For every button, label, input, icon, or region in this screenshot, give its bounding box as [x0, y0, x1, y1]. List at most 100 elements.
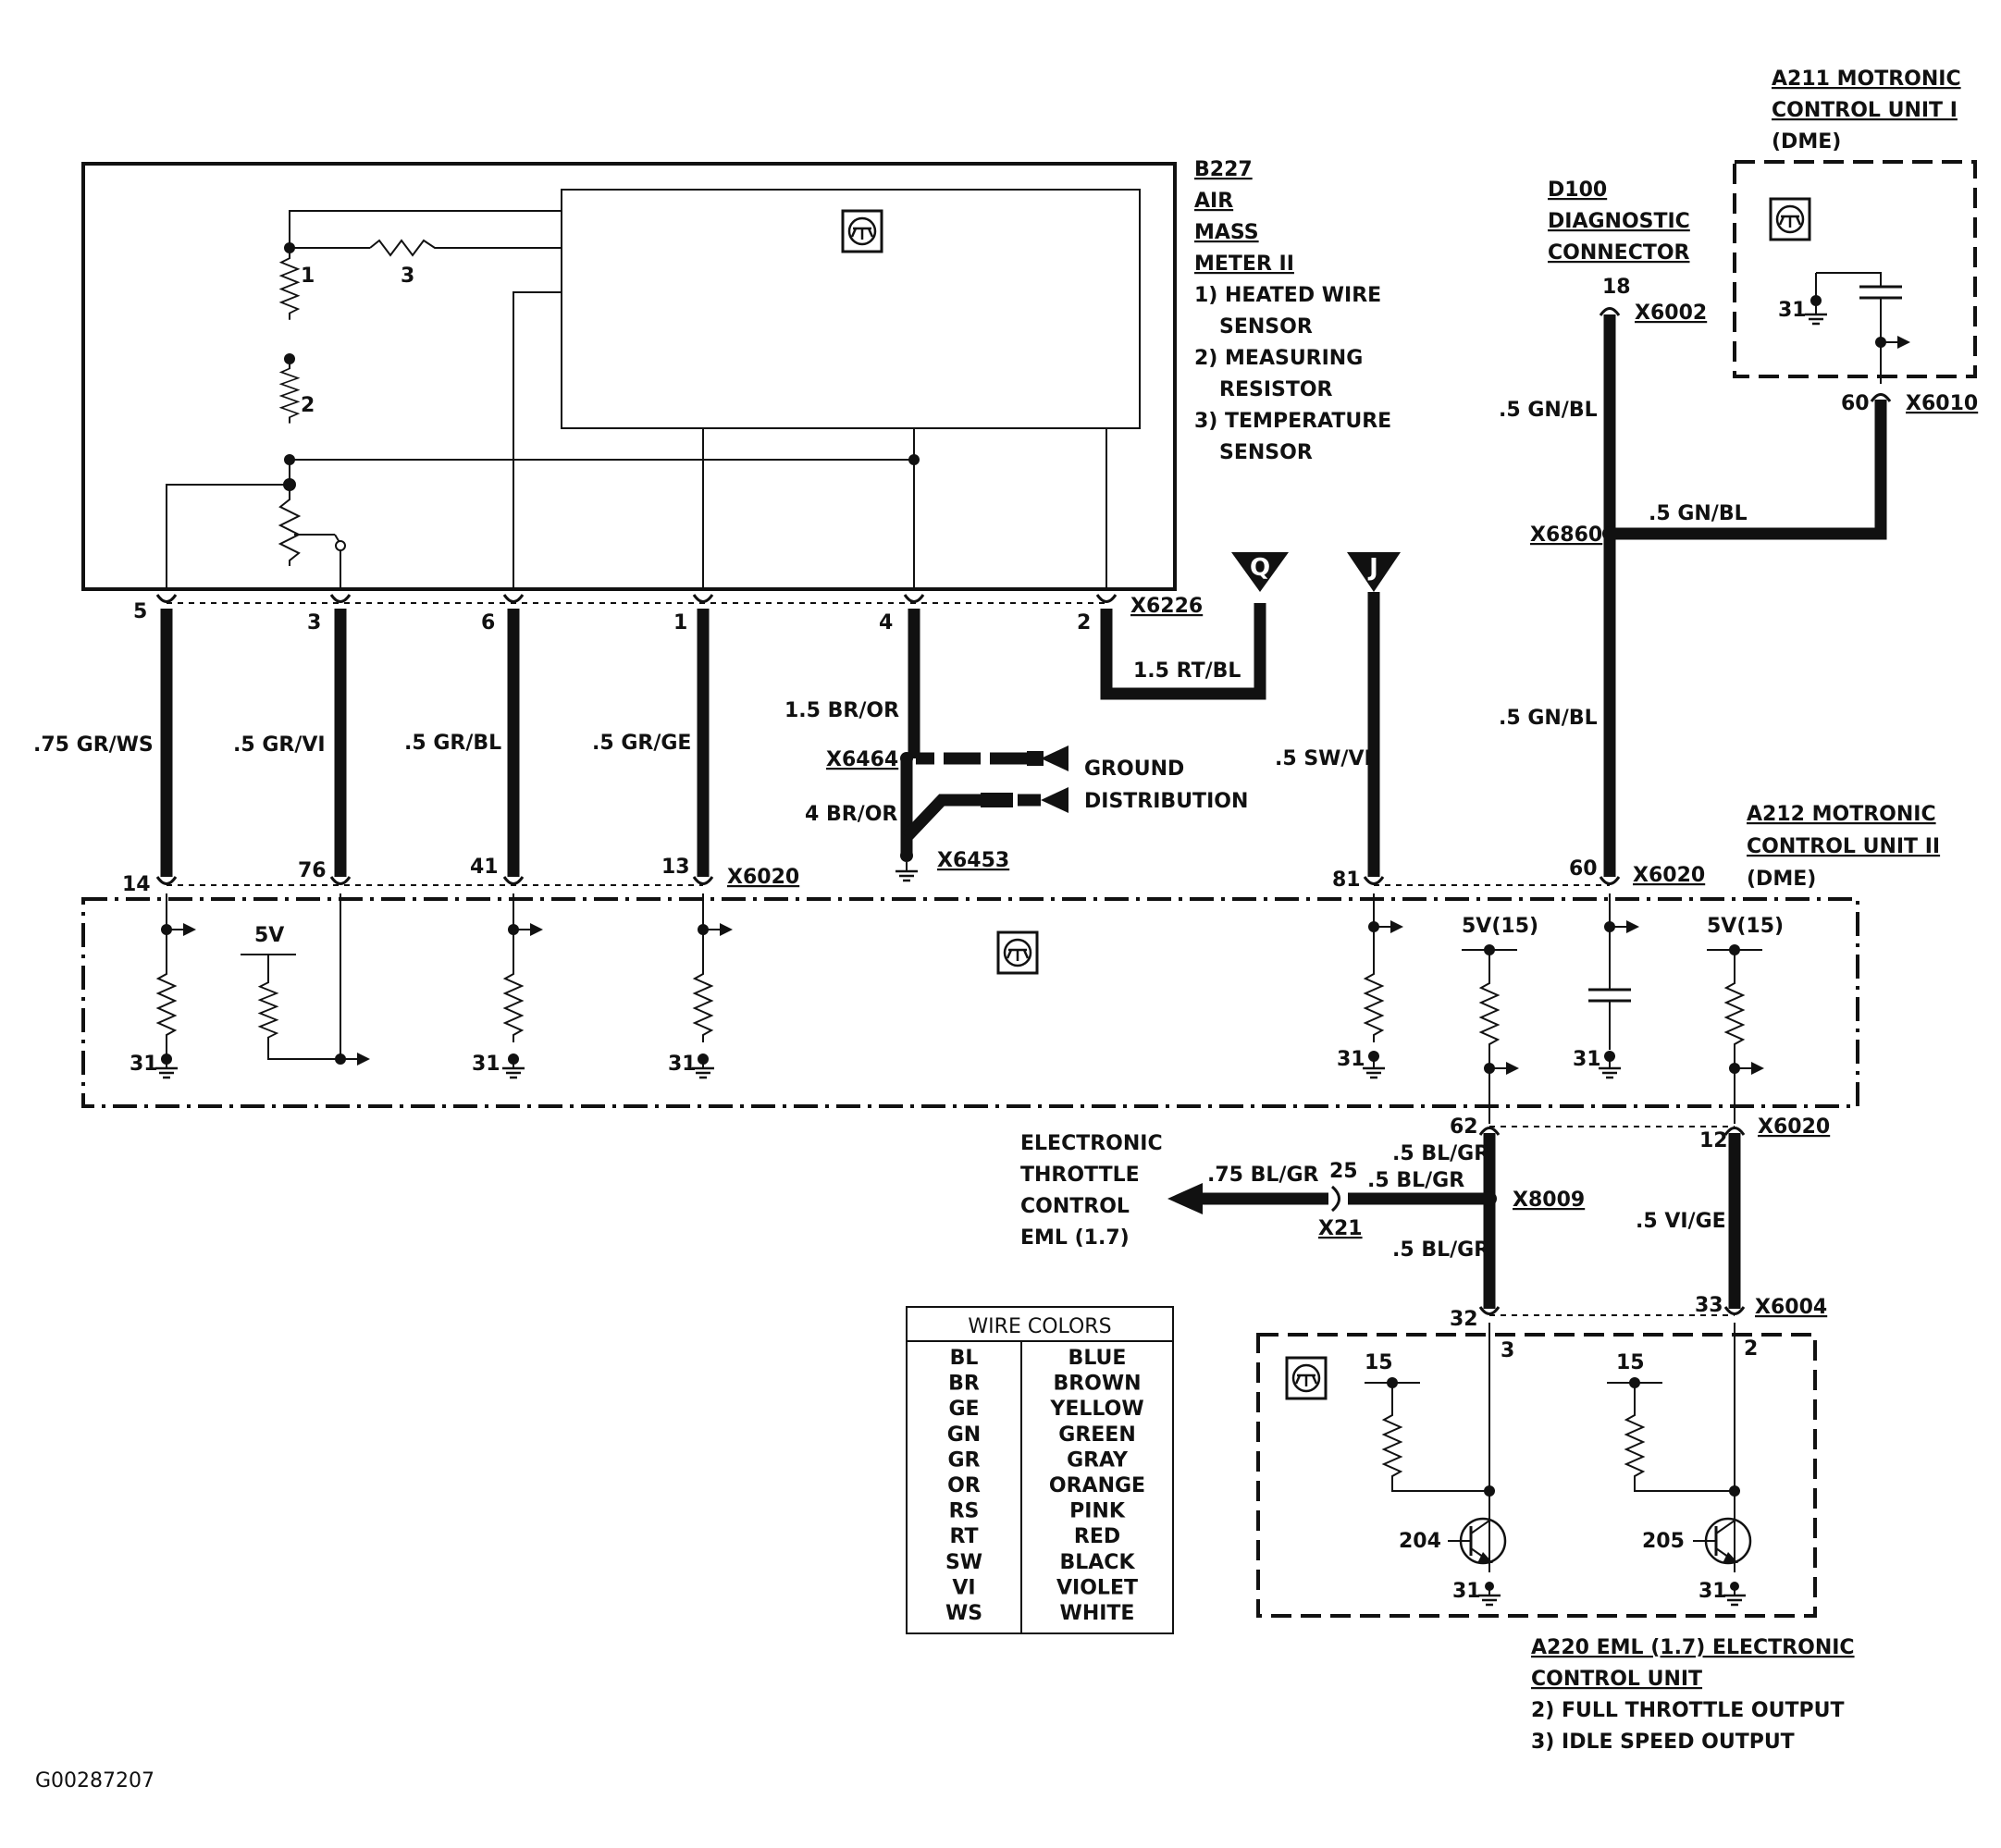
wire-label-br-or-1: 1.5 BR/OR	[784, 699, 899, 722]
a212-label: A212 MOTRONIC CONTROL UNIT II (DME)	[1747, 803, 1940, 891]
b227-line-5: SENSOR	[1219, 315, 1313, 339]
x6453-label: X6453	[937, 849, 1009, 872]
wire-label-gr-vi: .5 GR/VI	[233, 733, 326, 757]
legend-color: GREEN	[1058, 1423, 1135, 1447]
a220-line-1: CONTROL UNIT	[1531, 1668, 1702, 1691]
control-unit-icon	[841, 209, 883, 253]
resistor-3-label: 3	[401, 265, 414, 288]
ground-31-pin13: 31	[668, 1053, 697, 1076]
x6464-label: X6464	[826, 748, 898, 771]
resistor-1-label: 1	[301, 265, 315, 288]
eml-line-2: CONTROL	[1020, 1195, 1130, 1218]
legend-code: WS	[945, 1602, 982, 1625]
b227-line-7: RESISTOR	[1219, 378, 1333, 401]
d100-line-1: DIAGNOSTIC	[1548, 210, 1690, 233]
pin-76: 76	[298, 859, 327, 882]
legend-code: VI	[952, 1576, 975, 1599]
x6226-connector: X6226 5 3 6 1 4 2	[133, 593, 1203, 634]
legend-code: SW	[945, 1551, 982, 1574]
q-wire: Q 1.5 RT/BL	[1100, 552, 1289, 700]
ground-31-t204: 31	[1452, 1580, 1481, 1603]
resistor-2-label: 2	[301, 394, 315, 417]
supply-5v15-b: 5V(15)	[1707, 915, 1784, 938]
d100-line-2: CONNECTOR	[1548, 241, 1690, 265]
pin-41: 41	[470, 856, 499, 879]
supply-5v15-a: 5V(15)	[1462, 915, 1538, 938]
ground-31-pin81: 31	[1337, 1048, 1365, 1071]
pin-5: 5	[133, 600, 147, 623]
pin-25: 25	[1329, 1160, 1358, 1183]
wire-label-bl-gr-4: .75 BL/GR	[1207, 1164, 1319, 1187]
x6004-connector: 32 33 X6004 3 2	[1450, 1294, 1827, 1362]
x6010-label: X6010	[1906, 392, 1978, 415]
legend-color: PINK	[1069, 1500, 1126, 1523]
x6004-label: X6004	[1755, 1296, 1827, 1319]
x6226-label: X6226	[1130, 595, 1203, 618]
a212-line-1: CONTROL UNIT II	[1747, 835, 1940, 858]
wire-label-sw-vi: .5 SW/VI	[1275, 747, 1372, 770]
ground-31-t205: 31	[1698, 1580, 1727, 1603]
x6020-lower-connector: 62 12 X6020	[1450, 1115, 1830, 1152]
a220-line-3: 3) IDLE SPEED OUTPUT	[1531, 1731, 1795, 1754]
a220-line-0: A220 EML (1.7) ELECTRONIC	[1531, 1636, 1855, 1659]
pin-4: 4	[879, 611, 893, 634]
a211-line-0: A211 MOTRONIC	[1772, 68, 1961, 91]
j-wire: J .5 SW/VI	[1275, 552, 1401, 877]
wire-label-gr-ws: .75 GR/WS	[33, 733, 154, 757]
eml-line-0: ELECTRONIC	[1020, 1132, 1163, 1155]
ground-31-pin60: 31	[1573, 1048, 1601, 1071]
supply-15-a: 15	[1365, 1351, 1393, 1374]
legend-color: BLUE	[1068, 1347, 1127, 1370]
ground-distribution-line-0: GROUND	[1084, 758, 1184, 781]
a211-motronic-control-unit-1: A211 MOTRONIC CONTROL UNIT I (DME) 31	[1733, 68, 1977, 384]
x6020-connector: 14 76 41 13 X6020 81 60 X6020	[122, 856, 1705, 896]
pin-1: 1	[673, 611, 687, 634]
legend-code: GE	[948, 1398, 979, 1421]
b227-line-2: MASS	[1194, 221, 1259, 244]
ground-31-pin14: 31	[130, 1053, 158, 1076]
pin-60-a212: 60	[1569, 857, 1598, 881]
figure-id: G00287207	[35, 1769, 154, 1793]
pin-2: 2	[1077, 611, 1091, 634]
legend-color: BROWN	[1053, 1373, 1141, 1396]
b227-wires: .75 GR/WS .5 GR/VI .5 GR/BL .5 GR/GE	[33, 609, 710, 877]
ground-31-a211: 31	[1778, 299, 1807, 322]
b227-line-9: SENSOR	[1219, 441, 1313, 464]
transistor-205: 205	[1642, 1530, 1685, 1553]
tag-j: J	[1367, 554, 1378, 582]
a212-motronic-control-unit-2: 31 5V 31 31 31	[81, 893, 1859, 1124]
ground-31-pin41: 31	[472, 1053, 500, 1076]
tag-q: Q	[1250, 554, 1270, 582]
wire-label-bl-gr-1: .5 BL/GR	[1392, 1142, 1489, 1165]
wire-label-rt-bl: 1.5 RT/BL	[1133, 659, 1241, 683]
a220-line-2: 2) FULL THROTTLE OUTPUT	[1531, 1699, 1844, 1722]
eml-line-3: EML (1.7)	[1020, 1226, 1130, 1250]
pin-60-a211: 60	[1841, 392, 1870, 415]
b227-label: B227 AIR MASS METER II 1) HEATED WIRE SE…	[1194, 158, 1391, 464]
wire-label-bl-gr-3: .5 BL/GR	[1392, 1238, 1489, 1262]
a212-line-0: A212 MOTRONIC	[1747, 803, 1936, 826]
legend-code: OR	[947, 1474, 981, 1497]
pin-3: 3	[307, 611, 321, 634]
x6002-label: X6002	[1635, 302, 1707, 325]
x6020-label-right: X6020	[1633, 864, 1705, 887]
wire-label-gr-bl: .5 GR/BL	[404, 732, 501, 755]
wire-label-gn-bl-2: .5 GN/BL	[1649, 502, 1748, 525]
pin-62: 62	[1450, 1115, 1478, 1139]
b227-line-8: 3) TEMPERATURE	[1194, 410, 1391, 433]
pin-6: 6	[481, 611, 495, 634]
b227-line-6: 2) MEASURING	[1194, 347, 1363, 370]
x6860-label: X6860	[1530, 524, 1602, 547]
legend-code: GN	[947, 1423, 981, 1447]
pin-81: 81	[1332, 869, 1361, 892]
wire-label-gn-bl-3: .5 GN/BL	[1499, 707, 1598, 730]
legend-code: BR	[948, 1373, 980, 1396]
wire-label-gn-bl-1: .5 GN/BL	[1499, 399, 1598, 422]
legend-color: RED	[1074, 1525, 1120, 1548]
supply-5v: 5V	[254, 924, 284, 947]
a220-eml-control-unit: 15 204 31 15 205 31	[1256, 1323, 1817, 1618]
a211-line-1: CONTROL UNIT I	[1772, 99, 1958, 122]
bl-gr-wiring: X8009 .5 BL/GR .5 BL/GR .5 BL/GR 25 .75 …	[1167, 1133, 1741, 1309]
x21-label: X21	[1318, 1217, 1363, 1240]
